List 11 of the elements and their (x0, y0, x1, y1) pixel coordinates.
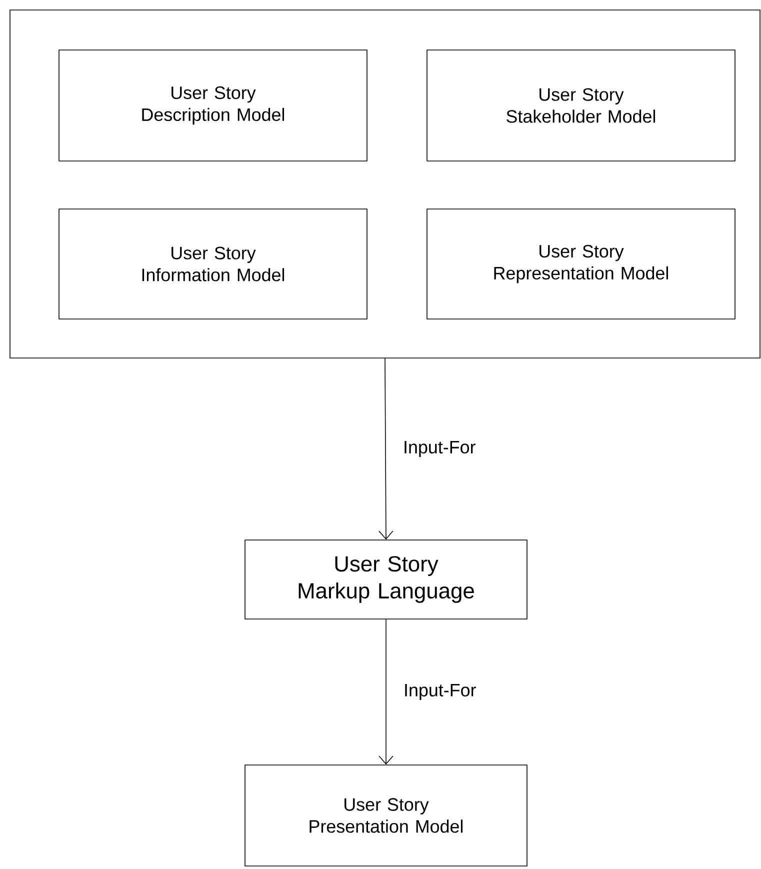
model-box: User Story Description Model (58, 50, 368, 162)
model-box: User Story Representation Model (426, 208, 736, 320)
arrow (378, 619, 394, 765)
edge-label: Input-For (404, 440, 476, 458)
model-box: User Story Stakeholder Model (426, 50, 736, 162)
arrow (378, 358, 394, 540)
container-box (10, 10, 760, 358)
edge-label: Input-For (405, 684, 476, 700)
process-box: User Story Markup Language (244, 540, 528, 620)
model-box: User Story Information Model (58, 208, 368, 320)
process-box: User Story Presentation Model (244, 764, 528, 866)
